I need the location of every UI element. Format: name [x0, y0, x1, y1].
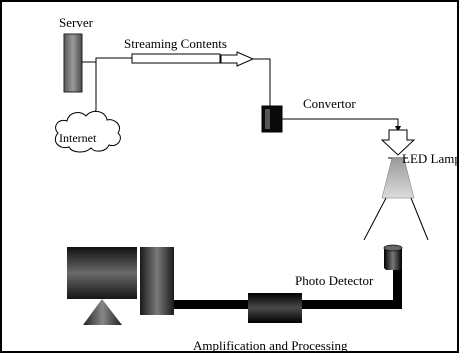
light-beam-left: [363, 197, 387, 241]
cable-left: [174, 300, 248, 309]
internet-cloud-icon: [54, 110, 121, 153]
streaming-contents-label: Streaming Contents: [124, 36, 227, 51]
convertor-label: Convertor: [303, 96, 356, 111]
computer-tower-icon: [140, 247, 174, 315]
monitor-stand-icon: [83, 299, 122, 325]
led-lamp-label: LED Lamp: [402, 151, 459, 166]
cable-riser: [393, 266, 402, 306]
photo-detector-icon: [384, 246, 402, 270]
monitor-icon: [67, 247, 137, 299]
photo-detector-lens: [383, 244, 403, 252]
convertor-highlight: [265, 109, 270, 129]
lamp-link-arrow-icon: [395, 126, 401, 132]
stream-bar: [131, 53, 221, 64]
amplifier-icon: [248, 293, 302, 323]
server-label: Server: [59, 15, 93, 30]
lamp-link-line: [282, 118, 399, 126]
led-down-arrow-icon: [380, 129, 416, 156]
photo-detector-label: Photo Detector: [295, 273, 374, 288]
led-lamp-icon: [381, 157, 415, 199]
cable-right: [302, 300, 402, 309]
server-icon: [63, 33, 83, 93]
convertor-link-line: [253, 58, 271, 106]
amplification-label: Amplification and Processing: [193, 338, 348, 353]
stream-arrow-icon: [220, 51, 255, 67]
light-beam-right: [410, 197, 429, 241]
internet-label: Internet: [59, 131, 97, 145]
server-link-line: [82, 57, 132, 63]
